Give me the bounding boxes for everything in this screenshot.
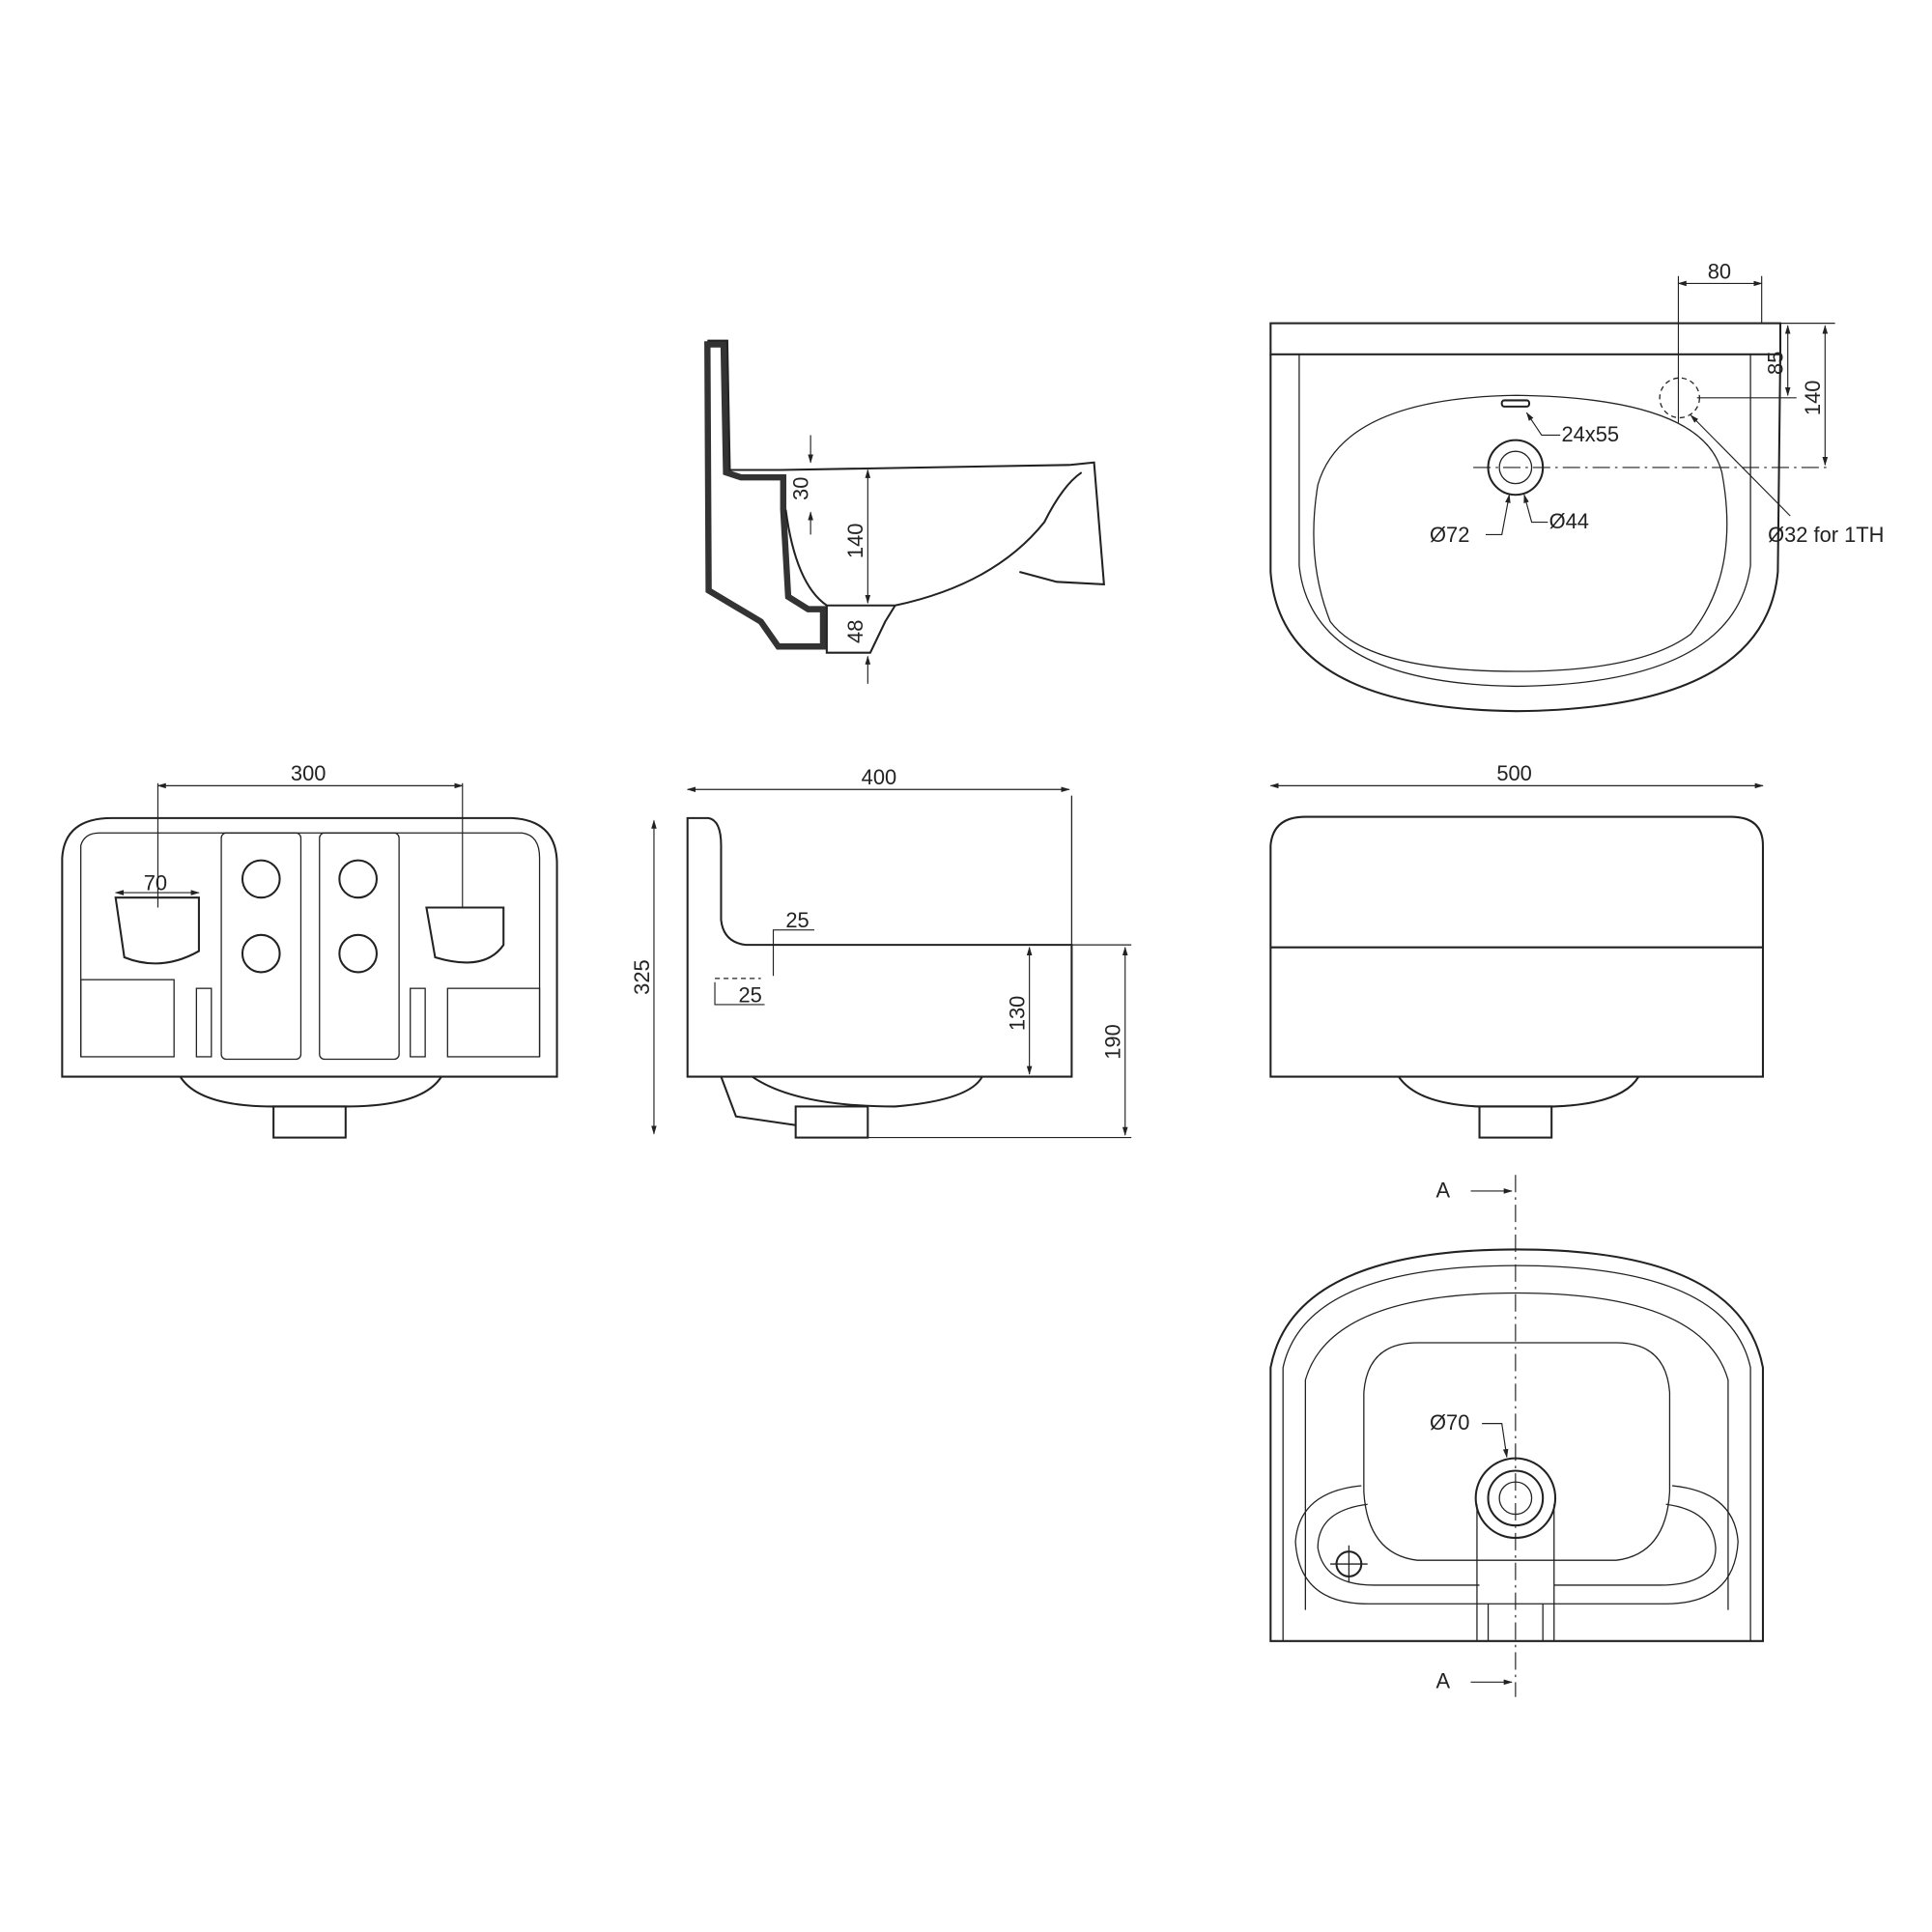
- plan-view-bottom: A A Ø70: [1269, 1175, 1764, 1697]
- dim-total-front: 190: [1101, 1024, 1125, 1059]
- bowl-outline-bottom: [1363, 1342, 1671, 1561]
- side-view: 400 325 25 25 130 190: [630, 765, 1132, 1139]
- tap-hole-label: Ø32 for 1TH: [1768, 523, 1884, 547]
- section-marker-bottom: A: [1435, 1669, 1450, 1693]
- dim-bracket-width: 70: [144, 870, 167, 895]
- dim-wall-thickness-side: 25: [738, 982, 761, 1007]
- dim-tap-from-back: 85: [1764, 352, 1788, 375]
- overflow-slot: [1500, 399, 1531, 408]
- section-view: 30 140 48: [704, 339, 1105, 684]
- front-view: 500: [1269, 761, 1764, 1139]
- waste-outer-label: Ø72: [1430, 523, 1469, 547]
- bowl-outline: [1313, 394, 1728, 672]
- dim-rim-depth: 30: [789, 477, 813, 500]
- bowl-profile: [707, 339, 1105, 607]
- dim-height: 325: [630, 959, 654, 994]
- rear-view: 300 70: [61, 761, 558, 1139]
- plan-view-top: 80 85 140 24x55 Ø72 Ø44 Ø32 for 1TH: [1269, 259, 1884, 713]
- overflow-label: 24x55: [1561, 422, 1619, 446]
- dim-width: 500: [1496, 761, 1531, 785]
- section-wall: [704, 341, 827, 650]
- waste-outlet: [825, 605, 896, 654]
- waste-inner-label: Ø44: [1549, 509, 1589, 533]
- dim-front-height: 130: [1005, 996, 1029, 1031]
- dim-bowl-depth: 140: [843, 524, 867, 558]
- dim-depth: 400: [862, 765, 896, 789]
- tap-hole: [1659, 377, 1700, 419]
- dim-tap-offset: 80: [1708, 259, 1731, 283]
- fixing-bracket-left: [114, 896, 200, 965]
- fixing-bracket-right: [425, 906, 505, 964]
- dim-waste: 48: [843, 620, 867, 643]
- waste-label: Ø70: [1430, 1410, 1469, 1435]
- dim-waste-from-back: 140: [1801, 381, 1825, 415]
- dim-fixing-centres: 300: [291, 761, 326, 785]
- section-marker-top: A: [1435, 1178, 1450, 1202]
- dim-wall-thickness-top: 25: [785, 908, 809, 932]
